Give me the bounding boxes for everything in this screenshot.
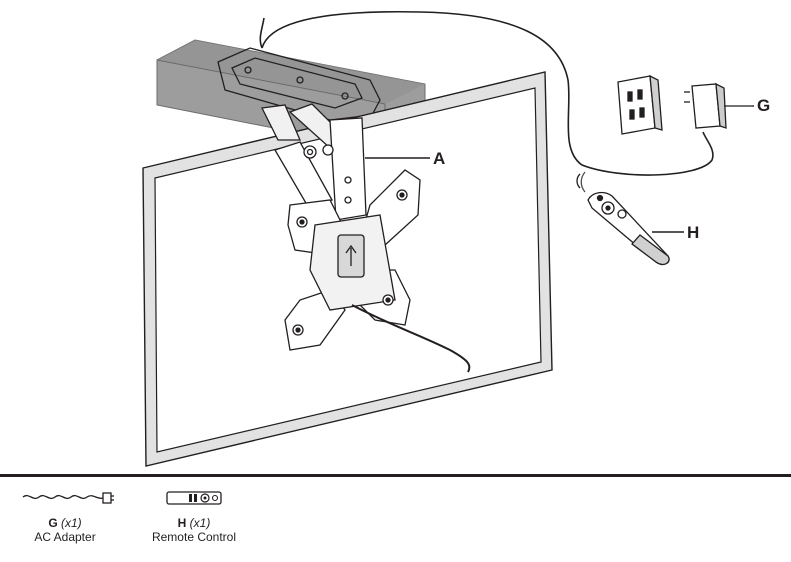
- callout-h: H: [687, 223, 700, 242]
- part-g-id: G: [48, 516, 58, 530]
- section-divider: [0, 474, 791, 477]
- power-cable: [259, 10, 714, 176]
- part-h-name: Remote Control: [151, 530, 237, 544]
- installation-diagram: [142, 10, 754, 467]
- tv-cable: [351, 304, 471, 373]
- remote-control-illustration: [576, 171, 670, 266]
- ac-adapter-illustration: [684, 82, 752, 129]
- wall-outlet: [617, 74, 663, 135]
- callout-a: A: [433, 149, 446, 168]
- part-g-quantity: (x1): [61, 516, 82, 530]
- part-h: H (x1) Remote Control: [129, 488, 259, 544]
- part-g-name: AC Adapter: [34, 530, 96, 544]
- vesa-bracket: [284, 169, 421, 351]
- part-h-id: H: [177, 516, 187, 530]
- remote-control-icon: [166, 491, 222, 505]
- mount-arm: [261, 103, 367, 221]
- part-g: G (x1) AC Adapter: [0, 488, 130, 544]
- ac-adapter-icon: [22, 492, 114, 504]
- ceiling-plate: [217, 47, 381, 121]
- callout-g: G: [757, 96, 771, 115]
- part-h-quantity: (x1): [189, 516, 211, 530]
